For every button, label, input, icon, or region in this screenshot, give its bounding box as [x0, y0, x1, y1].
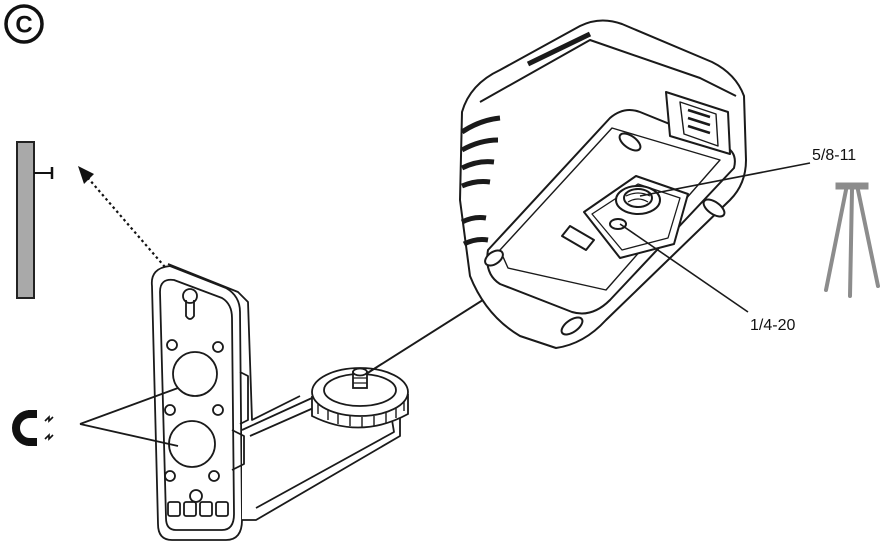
panel-badge: C — [4, 4, 44, 44]
wall-with-screw-icon — [16, 141, 54, 299]
l-bracket — [150, 263, 401, 541]
tripod-icon — [824, 182, 880, 298]
hang-on-wall-arrow — [78, 166, 191, 297]
mounting-knob — [311, 367, 409, 429]
magnet-leader-upper — [79, 387, 179, 425]
magnet-icon — [12, 410, 54, 446]
leader-line-small-thread — [619, 223, 749, 313]
label-thread-small: 1/4-20 — [750, 317, 795, 334]
leader-line-large-thread — [639, 162, 811, 197]
panel-letter: C — [15, 12, 32, 39]
laser-level-unit — [459, 19, 747, 349]
magnet-leader-lower — [79, 423, 179, 447]
label-thread-large: 5/8-11 — [812, 147, 856, 164]
